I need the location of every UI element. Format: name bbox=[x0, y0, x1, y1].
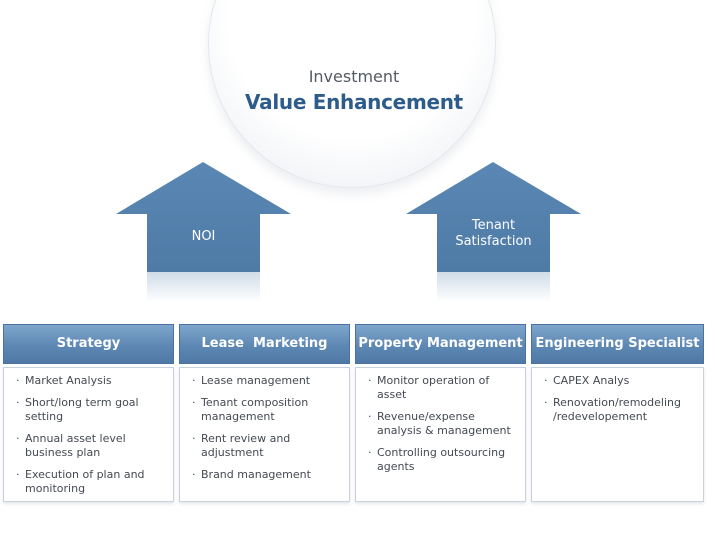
noi-arrow-reflection bbox=[147, 272, 260, 302]
list-item: Market Analysis bbox=[16, 374, 165, 388]
column-strategy: Strategy Market Analysis Short/long term… bbox=[3, 324, 174, 502]
list-item: Renovation/remodeling /redevelopement bbox=[544, 396, 695, 424]
list-item: Tenant composition management bbox=[192, 396, 341, 424]
noi-arrow bbox=[116, 162, 291, 272]
value-enhancement-title: Value Enhancement bbox=[245, 90, 463, 114]
list-item: Brand management bbox=[192, 468, 341, 482]
column-header: Strategy bbox=[3, 324, 174, 364]
column-header: Engineering Specialist bbox=[531, 324, 704, 364]
investment-label: Investment bbox=[308, 67, 400, 86]
column-body: Monitor operation of asset Revenue/expen… bbox=[355, 367, 526, 502]
list-item: Controlling outsourcing agents bbox=[368, 446, 517, 474]
column-header: Property Management bbox=[355, 324, 526, 364]
column-engineering-specialist: Engineering Specialist CAPEX Analys Reno… bbox=[531, 324, 704, 502]
list-item: Execution of plan and monitoring bbox=[16, 468, 165, 496]
list-item: Rent review and adjustment bbox=[192, 432, 341, 460]
list-item: Annual asset level business plan bbox=[16, 432, 165, 460]
column-property-management: Property Management Monitor operation of… bbox=[355, 324, 526, 502]
column-header: Lease Marketing bbox=[179, 324, 350, 364]
column-body: CAPEX Analys Renovation/remodeling /rede… bbox=[531, 367, 704, 502]
tenant-satisfaction-label: Tenant Satisfaction bbox=[455, 218, 532, 249]
list-item: CAPEX Analys bbox=[544, 374, 695, 388]
tenant-satisfaction-arrow bbox=[406, 162, 581, 272]
noi-label: NOI bbox=[191, 229, 216, 244]
list-item: Monitor operation of asset bbox=[368, 374, 517, 402]
list-item: Lease management bbox=[192, 374, 341, 388]
tenant-arrow-reflection bbox=[437, 272, 550, 302]
column-lease-marketing: Lease Marketing Lease management Tenant … bbox=[179, 324, 350, 502]
list-item: Short/long term goal setting bbox=[16, 396, 165, 424]
list-item: Revenue/expense analysis & management bbox=[368, 410, 517, 438]
column-body: Market Analysis Short/long term goal set… bbox=[3, 367, 174, 502]
column-body: Lease management Tenant composition mana… bbox=[179, 367, 350, 502]
